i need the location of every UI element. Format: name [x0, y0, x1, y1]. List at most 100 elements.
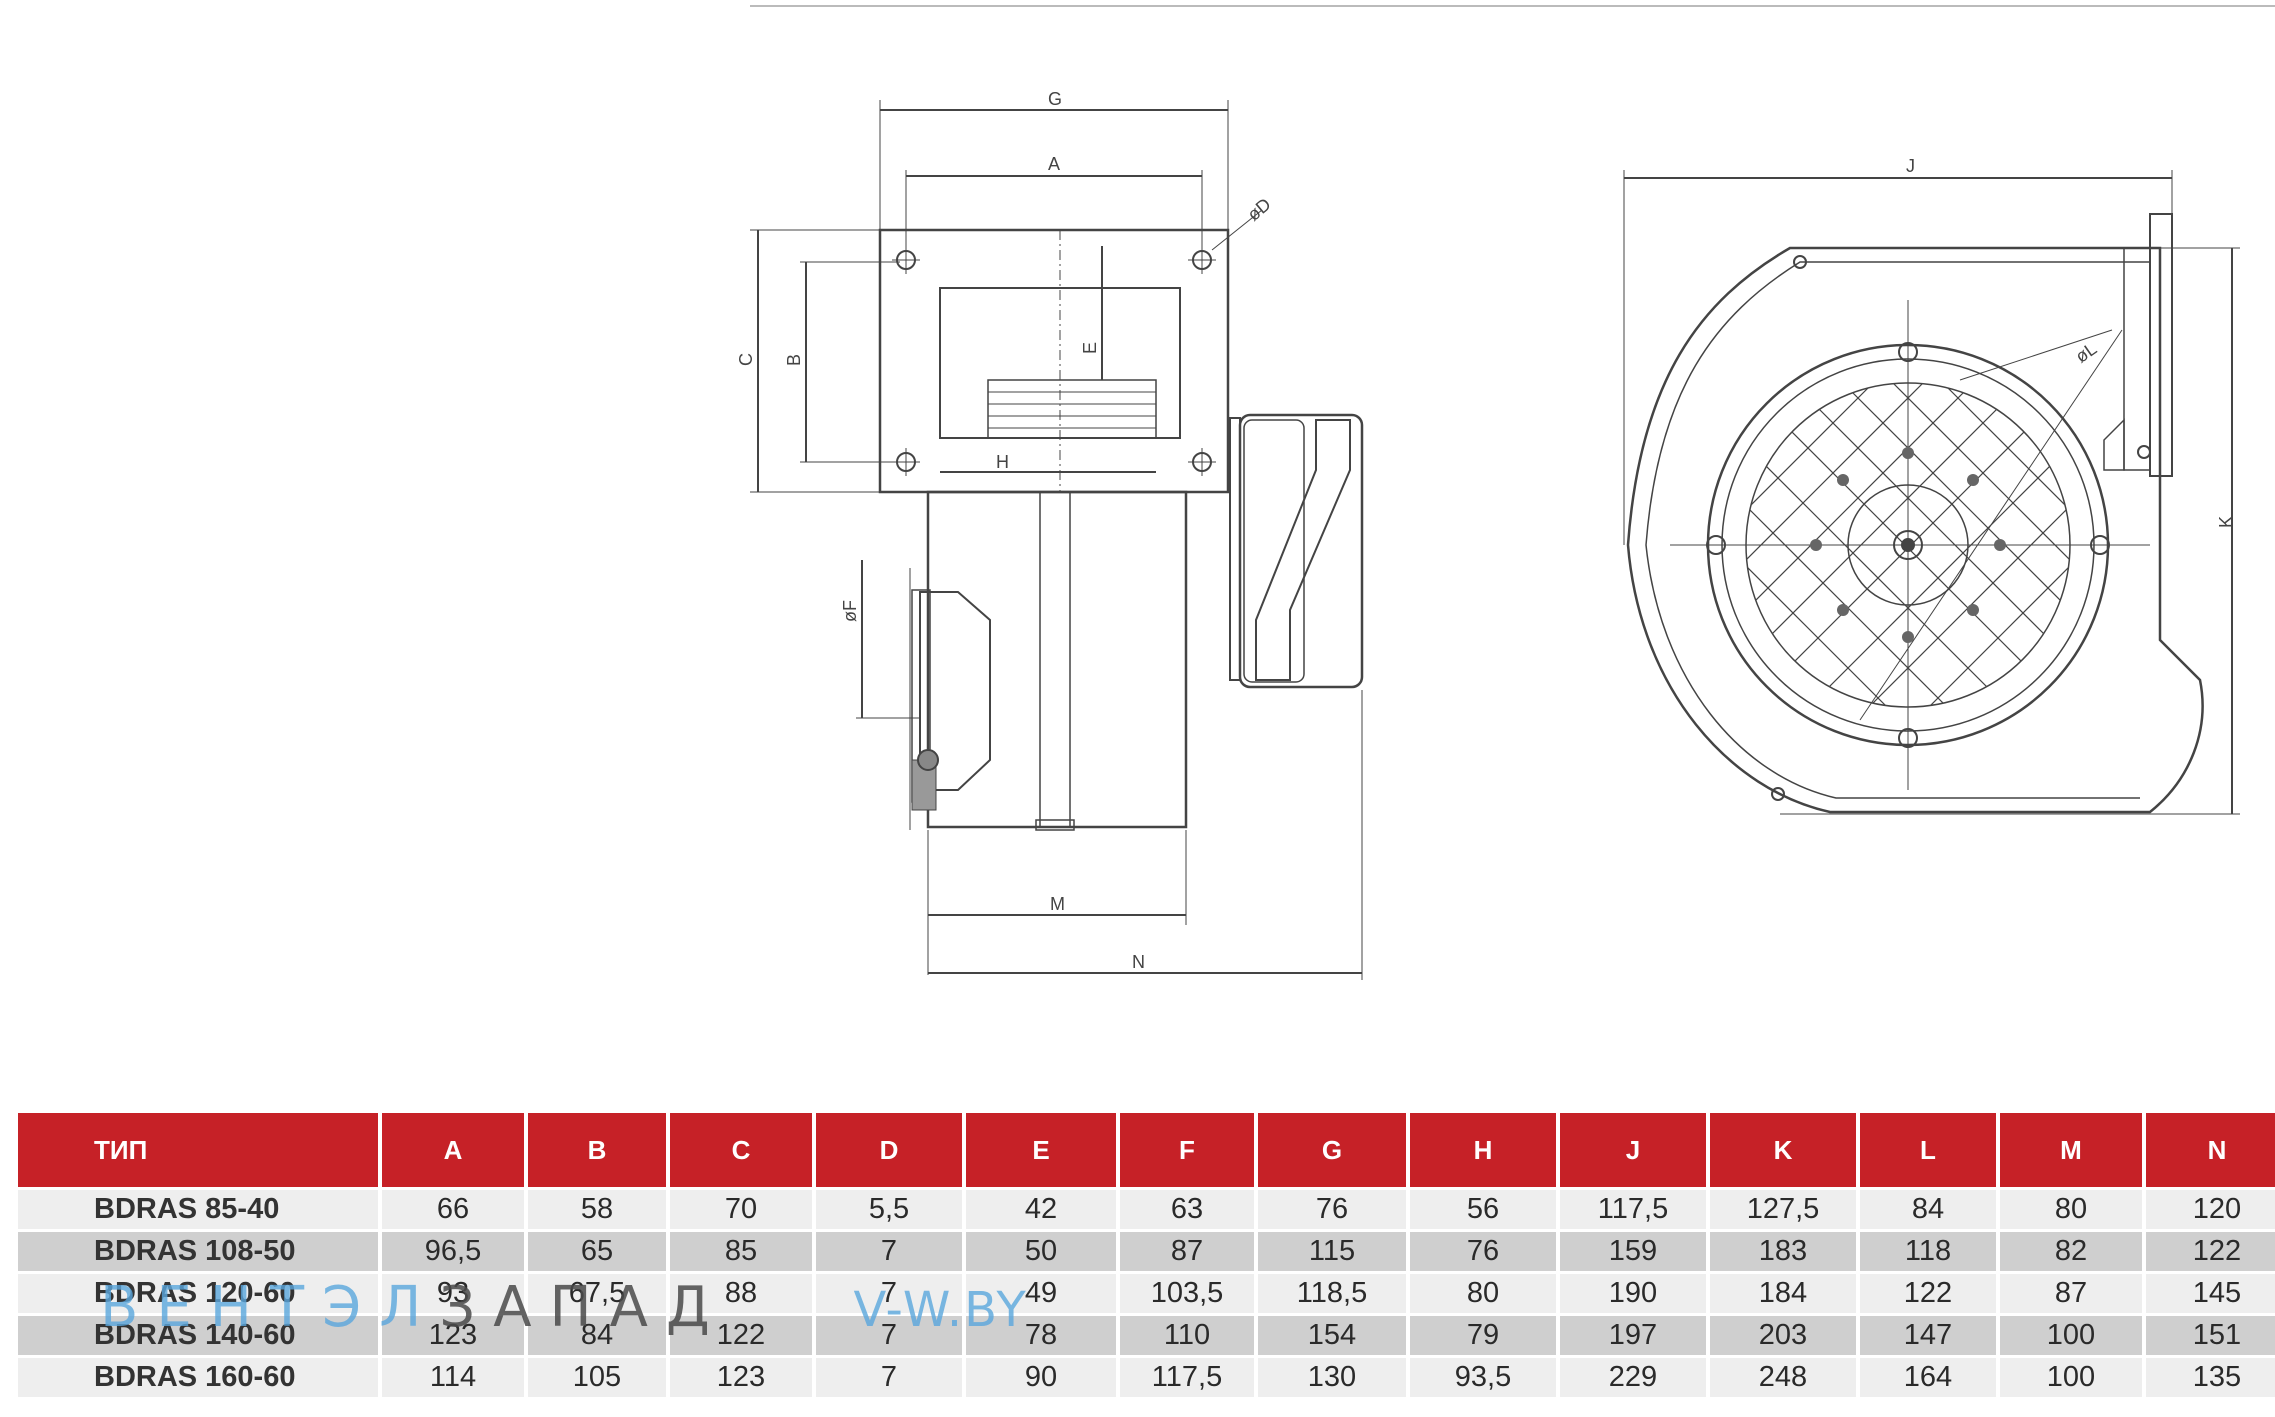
value-cell-h: 76: [1410, 1232, 1556, 1271]
value-cell-e: 90: [966, 1358, 1116, 1397]
header-type: ТИП: [18, 1113, 378, 1187]
value-cell-j: 197: [1560, 1316, 1706, 1355]
value-cell-c: 88: [670, 1274, 812, 1313]
value-cell-h: 80: [1410, 1274, 1556, 1313]
side-view: [1623, 170, 2240, 815]
dim-k-label: K: [2216, 516, 2236, 528]
header-j: J: [1560, 1113, 1706, 1187]
dim-a-label: A: [1048, 154, 1060, 174]
value-cell-d: 5,5: [816, 1190, 962, 1229]
value-cell-l: 122: [1860, 1274, 1996, 1313]
value-cell-a: 66: [382, 1190, 524, 1229]
value-cell-b: 84: [528, 1316, 666, 1355]
dim-n-label: N: [1132, 952, 1145, 972]
dim-j-label: J: [1906, 156, 1915, 176]
header-c: C: [670, 1113, 812, 1187]
value-cell-g: 154: [1258, 1316, 1406, 1355]
header-l: L: [1860, 1113, 1996, 1187]
dim-d-label: øD: [1243, 194, 1274, 225]
value-cell-a: 123: [382, 1316, 524, 1355]
dim-h-label: H: [996, 452, 1009, 472]
model-name-cell: BDRAS 85-40: [18, 1190, 378, 1229]
value-cell-e: 78: [966, 1316, 1116, 1355]
value-cell-d: 7: [816, 1358, 962, 1397]
header-h: H: [1410, 1113, 1556, 1187]
value-cell-j: 159: [1560, 1232, 1706, 1271]
value-cell-k: 248: [1710, 1358, 1856, 1397]
dim-e-label: E: [1080, 342, 1100, 354]
header-f: F: [1120, 1113, 1254, 1187]
value-cell-f: 117,5: [1120, 1358, 1254, 1397]
value-cell-c: 85: [670, 1232, 812, 1271]
value-cell-h: 79: [1410, 1316, 1556, 1355]
value-cell-b: 65: [528, 1232, 666, 1271]
value-cell-a: 93: [382, 1274, 524, 1313]
value-cell-k: 184: [1710, 1274, 1856, 1313]
value-cell-h: 93,5: [1410, 1358, 1556, 1397]
dim-m-label: M: [1050, 894, 1065, 914]
value-cell-b: 67,5: [528, 1274, 666, 1313]
value-cell-g: 118,5: [1258, 1274, 1406, 1313]
value-cell-g: 115: [1258, 1232, 1406, 1271]
dim-g-label: G: [1048, 89, 1062, 109]
model-name-cell: BDRAS 108-50: [18, 1232, 378, 1271]
value-cell-f: 103,5: [1120, 1274, 1254, 1313]
value-cell-d: 7: [816, 1232, 962, 1271]
value-cell-n: 122: [2146, 1232, 2275, 1271]
value-cell-l: 118: [1860, 1232, 1996, 1271]
value-cell-h: 56: [1410, 1190, 1556, 1229]
header-e: E: [966, 1113, 1116, 1187]
value-cell-j: 229: [1560, 1358, 1706, 1397]
front-view: [750, 100, 1364, 980]
value-cell-f: 87: [1120, 1232, 1254, 1271]
technical-drawing: G A øD C B E H øF M N: [736, 5, 2275, 980]
value-cell-a: 96,5: [382, 1232, 524, 1271]
value-cell-n: 120: [2146, 1190, 2275, 1229]
header-b: B: [528, 1113, 666, 1187]
model-name-cell: BDRAS 120-60: [18, 1274, 378, 1313]
dim-f-label: øF: [840, 600, 860, 622]
value-cell-j: 117,5: [1560, 1190, 1706, 1229]
value-cell-a: 114: [382, 1358, 524, 1397]
header-a: A: [382, 1113, 524, 1187]
value-cell-f: 110: [1120, 1316, 1254, 1355]
value-cell-g: 130: [1258, 1358, 1406, 1397]
table-header-row: ТИП A B C D E F G H J K L M N: [18, 1113, 2275, 1187]
value-cell-g: 76: [1258, 1190, 1406, 1229]
model-name-cell: BDRAS 160-60: [18, 1358, 378, 1397]
value-cell-e: 50: [966, 1232, 1116, 1271]
header-d: D: [816, 1113, 962, 1187]
value-cell-d: 7: [816, 1316, 962, 1355]
value-cell-m: 100: [2000, 1316, 2142, 1355]
value-cell-k: 183: [1710, 1232, 1856, 1271]
value-cell-l: 84: [1860, 1190, 1996, 1229]
header-g: G: [1258, 1113, 1406, 1187]
value-cell-c: 123: [670, 1358, 812, 1397]
value-cell-n: 151: [2146, 1316, 2275, 1355]
model-name-cell: BDRAS 140-60: [18, 1316, 378, 1355]
value-cell-l: 147: [1860, 1316, 1996, 1355]
value-cell-n: 135: [2146, 1358, 2275, 1397]
header-m: M: [2000, 1113, 2142, 1187]
value-cell-m: 80: [2000, 1190, 2142, 1229]
value-cell-b: 58: [528, 1190, 666, 1229]
value-cell-c: 122: [670, 1316, 812, 1355]
value-cell-j: 190: [1560, 1274, 1706, 1313]
value-cell-m: 82: [2000, 1232, 2142, 1271]
value-cell-b: 105: [528, 1358, 666, 1397]
value-cell-k: 203: [1710, 1316, 1856, 1355]
dim-b-label: B: [784, 354, 804, 366]
header-n: N: [2146, 1113, 2275, 1187]
value-cell-k: 127,5: [1710, 1190, 1856, 1229]
value-cell-d: 7: [816, 1274, 962, 1313]
value-cell-f: 63: [1120, 1190, 1254, 1229]
header-k: K: [1710, 1113, 1856, 1187]
dim-l-label: øL: [2072, 338, 2101, 366]
value-cell-m: 100: [2000, 1358, 2142, 1397]
value-cell-e: 42: [966, 1190, 1116, 1229]
dim-c-label: C: [736, 353, 756, 366]
